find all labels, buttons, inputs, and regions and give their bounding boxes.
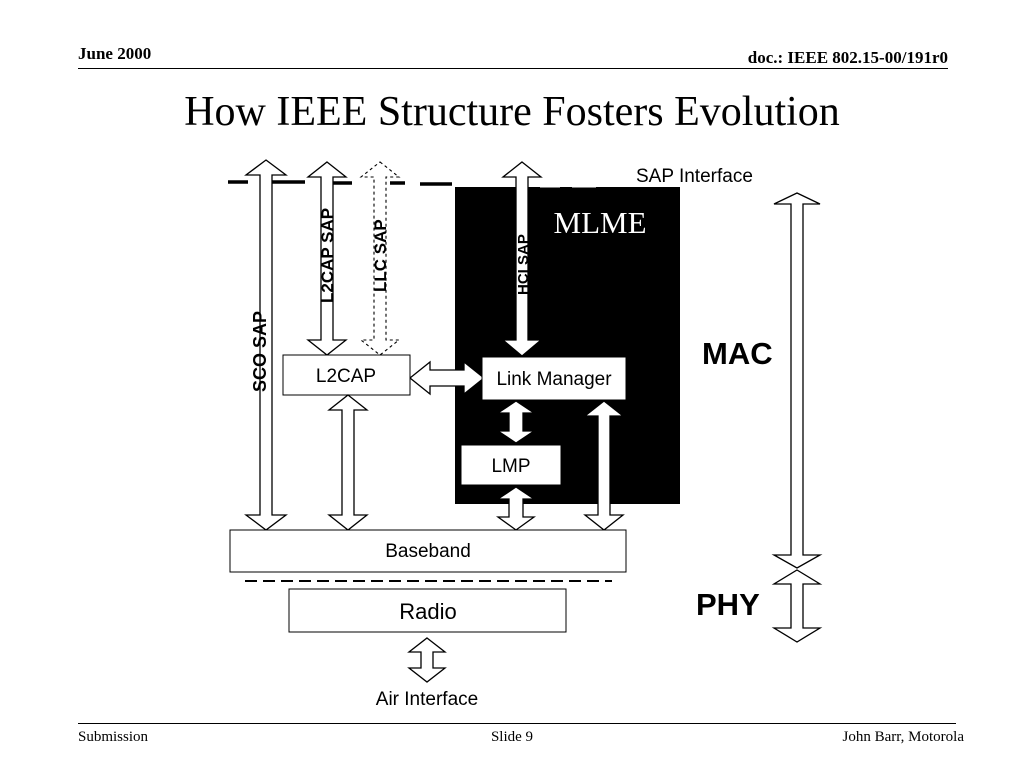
air-interface-label: Air Interface (376, 689, 478, 710)
link-manager-box-label: Link Manager (496, 369, 612, 390)
radio-box-label: Radio (399, 599, 456, 624)
l2cap-box-label: L2CAP (316, 366, 376, 387)
phy-label: PHY (696, 587, 760, 622)
header-date: June 2000 (78, 44, 152, 63)
l2cap-baseband-arrow (327, 394, 369, 531)
footer-author: John Barr, Motorola (842, 729, 964, 745)
phy-span-arrow (771, 569, 823, 643)
footer-slide-number: Slide 9 (490, 729, 534, 745)
mac-label: MAC (702, 336, 773, 371)
mac-span-arrow (771, 192, 823, 569)
footer-rule (78, 723, 956, 724)
slide-title: How IEEE Structure Fosters Evolution (184, 89, 840, 135)
header-rule (78, 68, 948, 69)
sap-interface-line (228, 180, 452, 186)
footer-submission: Submission (78, 729, 149, 745)
l2cap-sap-label: L2CAP SAP (318, 208, 337, 303)
sco-sap-label: SCO SAP (250, 311, 270, 392)
radio-box (288, 588, 567, 633)
hci-sap-arrow (501, 161, 543, 357)
baseband-box (229, 529, 627, 573)
llc-sap-arrow (359, 161, 401, 356)
sap-interface-label: SAP Interface (636, 166, 753, 187)
link-manager-lmp-arrow (495, 400, 537, 444)
link-manager-box (481, 356, 627, 401)
lmp-box-label: LMP (491, 456, 530, 477)
header-doc-id: doc.: IEEE 802.15-00/191r0 (747, 48, 948, 67)
l2cap-box (282, 354, 411, 396)
llc-sap-label: LLC SAP (371, 219, 390, 292)
hci-sap-label: HCI SAP (515, 234, 532, 295)
lmp-box (460, 444, 562, 486)
radio-air-arrow (407, 637, 447, 683)
mlme-label: MLME (554, 205, 647, 240)
mlme-ghost-label: MLME (592, 196, 667, 226)
baseband-box-label: Baseband (385, 541, 471, 562)
sap-interface-line-inner (470, 183, 596, 188)
